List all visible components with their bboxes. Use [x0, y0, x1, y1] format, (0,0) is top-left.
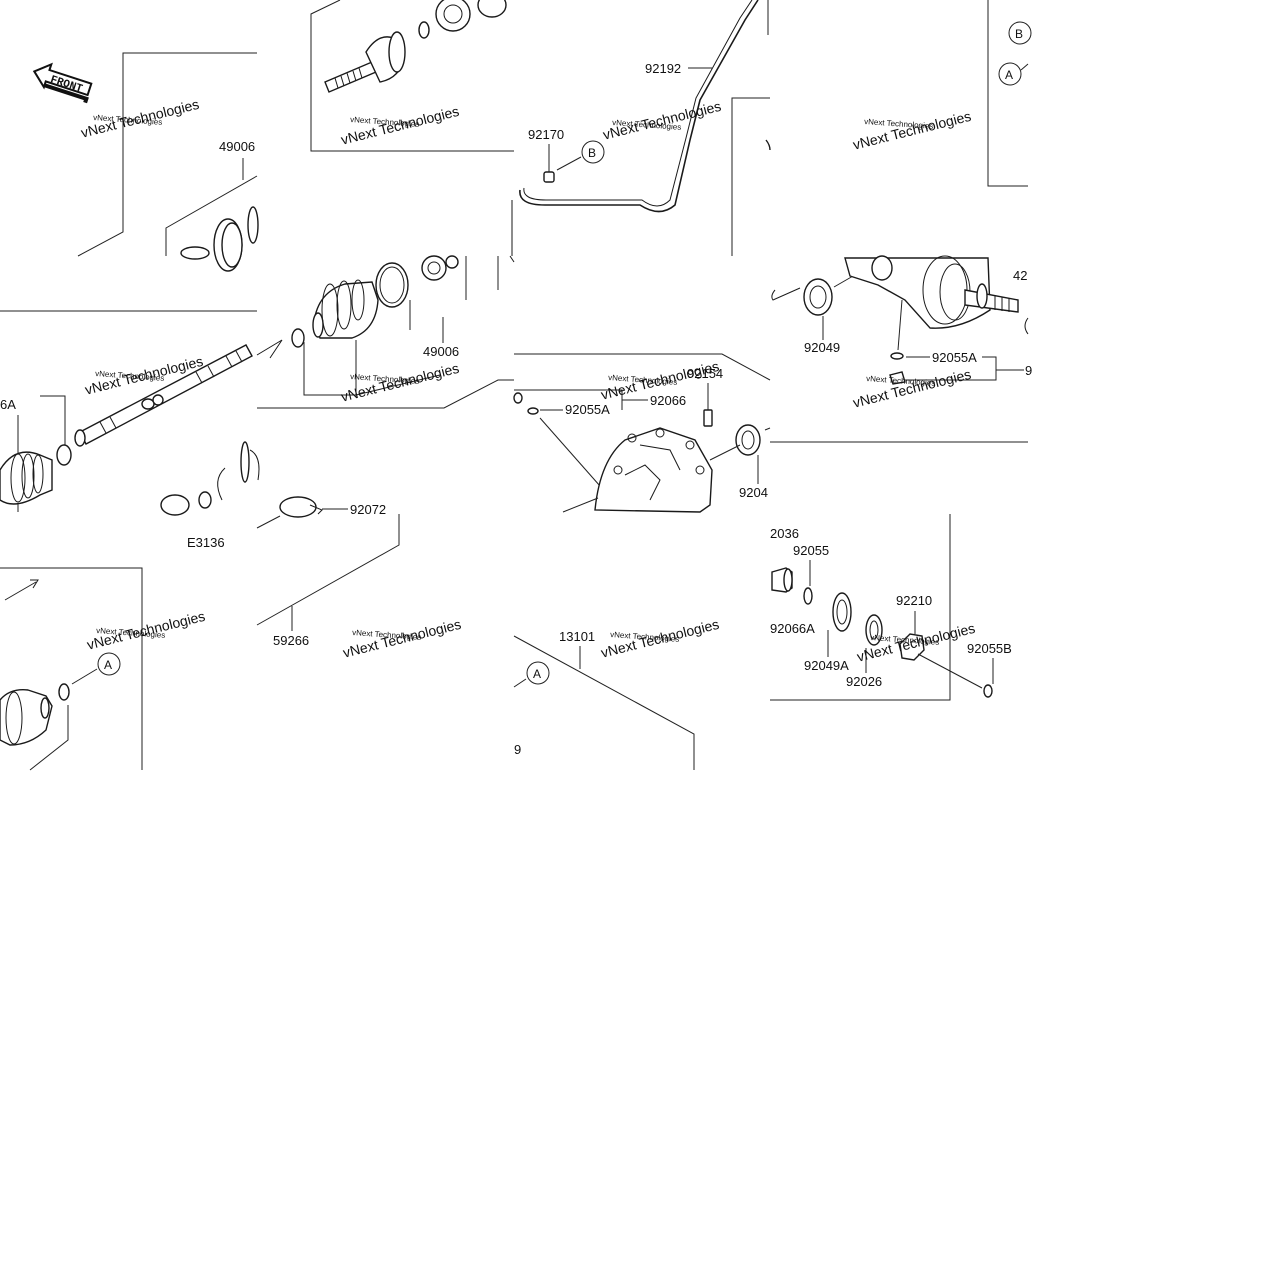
callout-a-bottom-center: A: [533, 667, 541, 681]
splined-shaft-top: [324, 31, 406, 93]
tile-callouts-top-right: B A: [987, 0, 1032, 187]
part-92170: 92170: [528, 127, 564, 142]
part-92066: 92066: [650, 393, 686, 408]
tile-inner-boot: 49006: [256, 255, 515, 409]
part-49006-top: 49006: [219, 139, 255, 154]
tile-59266: 59266: [256, 514, 400, 648]
callout-a-bottom-left: A: [104, 658, 112, 672]
tile-outer-joint: [310, 0, 514, 152]
output-housing: [844, 255, 1029, 335]
part-42-fragment: 42: [1013, 268, 1027, 283]
tile-seals-and-nut: 2036 92055 92066A 92049A 92026 92210 920…: [770, 514, 1012, 701]
part-9-fragment-right: 9: [1025, 363, 1032, 378]
watermarks: vNext Technologies vNext Technologies vN…: [79, 96, 976, 665]
tile-drive-shaft: 6A E3136: [0, 310, 260, 550]
part-92072: 92072: [350, 502, 386, 517]
part-92036-fragment: 2036: [770, 526, 799, 541]
part-92192: 92192: [645, 61, 681, 76]
tile-differential-housing: 92154 92066 92055A 9204: [513, 353, 771, 513]
part-49006-mid: 49006: [423, 344, 459, 359]
callout-a-top-right: A: [1005, 68, 1013, 82]
part-92210: 92210: [896, 593, 932, 608]
part-92049A: 92049A: [804, 658, 849, 673]
diagram-code: E3136: [187, 535, 225, 550]
tile-breather-tube: 92192 92170 B: [511, 0, 771, 256]
part-59266: 59266: [273, 633, 309, 648]
part-92055A-left: 92055A: [565, 402, 610, 417]
part-92055: 92055: [793, 543, 829, 558]
svg-text:vNext Technologies: vNext Technologies: [851, 108, 972, 153]
long-shaft: [74, 344, 253, 447]
callout-b-top-right: B: [1015, 27, 1023, 41]
part-92055B: 92055B: [967, 641, 1012, 656]
boot-center: [312, 279, 379, 339]
part-92055A-right: 92055A: [932, 350, 977, 365]
part-92066A: 92066A: [770, 621, 815, 636]
part-92049-right: 92049: [804, 340, 840, 355]
part-92049-center: 9204: [739, 485, 768, 500]
part-92154: 92154: [687, 366, 723, 381]
part-92026: 92026: [846, 674, 882, 689]
tile-front-arrow: FRONT 49006: [32, 52, 259, 272]
svg-text:vNext Technologies: vNext Technologies: [851, 366, 972, 411]
front-arrow-icon: FRONT: [32, 62, 93, 104]
part-9-fragment-bottom: 9: [514, 742, 521, 757]
tile-bottom-left-joint: A: [0, 567, 143, 771]
diff-housing: [594, 427, 713, 513]
boot-left: [0, 451, 53, 505]
tile-circlip: 92072: [256, 496, 386, 529]
tile-output-shaft: 92049 42 92055A 9: [770, 255, 1032, 443]
part-13101: 13101: [559, 629, 595, 644]
callout-b-center: B: [588, 146, 596, 160]
tile-13101: 13101 A 9: [513, 629, 695, 770]
part-6A-fragment: 6A: [0, 397, 16, 412]
